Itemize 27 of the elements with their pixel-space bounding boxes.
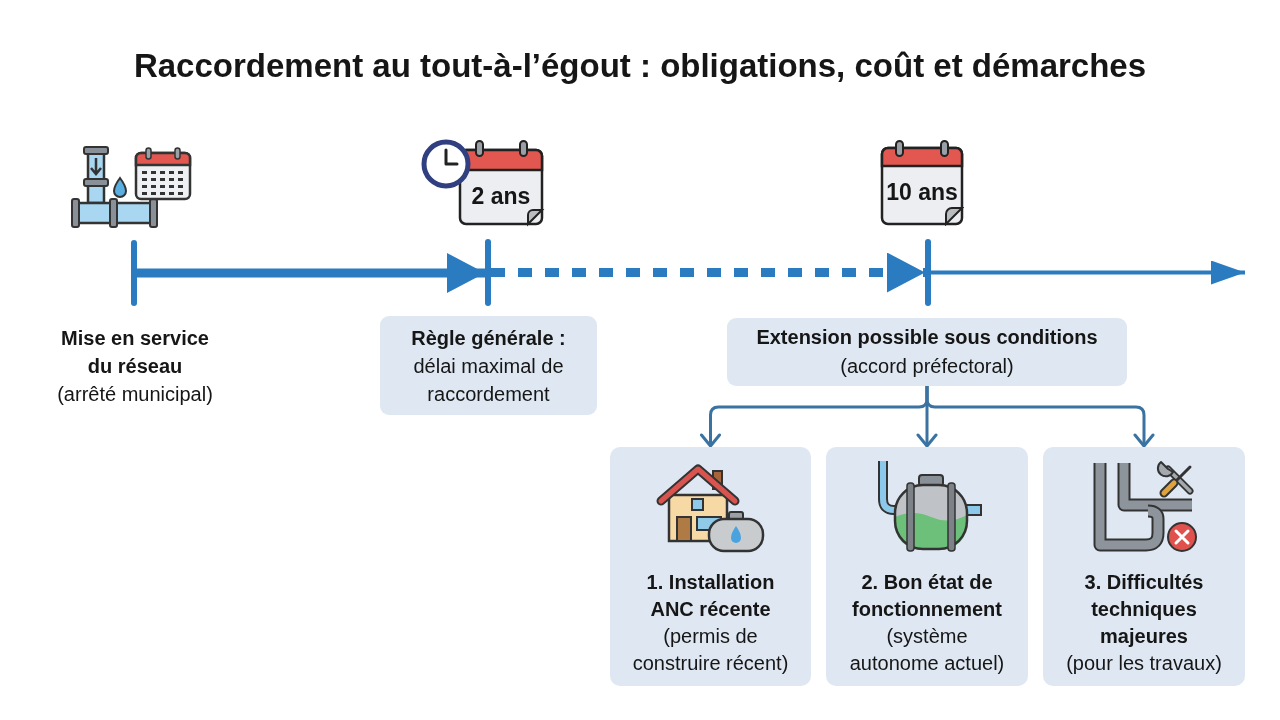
box-note: délai maximal de raccordement xyxy=(413,355,564,405)
info-box xyxy=(727,318,1127,386)
condition-card xyxy=(1043,447,1245,686)
dashed-timeline-arrow xyxy=(491,252,925,293)
card-heading: 1. Installation ANC récente xyxy=(646,571,775,620)
tick-mark xyxy=(485,239,491,306)
milestone-title: Mise en service du réseau xyxy=(61,327,209,377)
timeline-arrow xyxy=(931,260,1245,285)
duration-label: 10 ans xyxy=(886,179,958,205)
box-heading: Extension possible sous conditions xyxy=(756,326,1098,348)
diagram-title: Raccordement au tout-à-l’égout : obligations, coût et démarches xyxy=(133,47,1147,84)
box-heading: Règle générale : xyxy=(411,327,566,349)
tick-mark xyxy=(925,239,931,306)
box-note: (accord préfectoral) xyxy=(840,355,1014,377)
branch-arrow xyxy=(925,386,1155,448)
card-heading: 3. Difficultés techniques majeures xyxy=(1084,571,1204,647)
card-heading: 2. Bon état de fonctionnement xyxy=(852,571,1002,620)
card-note: (permis de construire récent) xyxy=(632,625,789,674)
condition-card xyxy=(826,447,1028,686)
condition-card xyxy=(610,447,811,686)
milestone-note: (arrêté municipal) xyxy=(57,383,213,405)
info-box xyxy=(380,316,597,415)
tick-mark xyxy=(131,240,137,306)
timeline-arrow xyxy=(137,253,485,293)
card-note: (pour les travaux) xyxy=(1066,652,1222,674)
card-note: (système autonome actuel) xyxy=(849,625,1005,674)
duration-label: 2 ans xyxy=(471,183,531,209)
